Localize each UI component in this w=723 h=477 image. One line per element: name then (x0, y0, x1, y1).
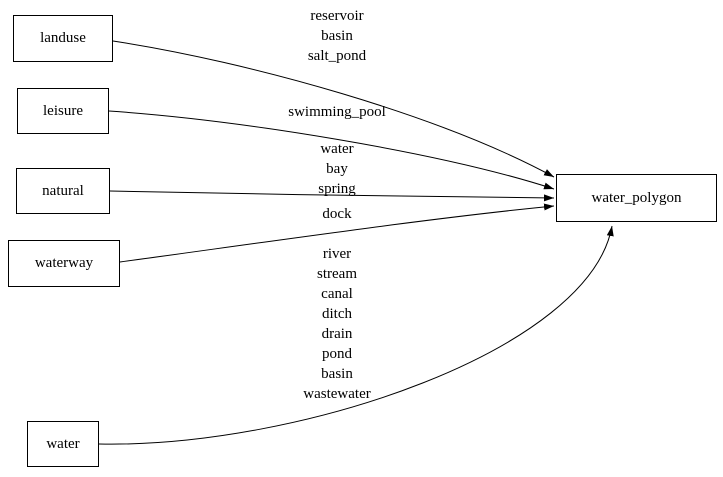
edge-waterway-to-water-polygon (119, 203, 555, 263)
node-water-polygon: water_polygon (556, 174, 717, 222)
node-water: water (27, 421, 99, 467)
edge-water-to-water-polygon (98, 225, 614, 445)
edge-label-waterway: dock (322, 206, 352, 222)
node-waterway-label: waterway (34, 255, 94, 271)
edge-label-water: river stream canal ditch drain pond basi… (303, 246, 371, 402)
node-waterway: waterway (8, 240, 120, 287)
node-water-label: water (46, 435, 80, 452)
node-landuse: landuse (13, 15, 113, 62)
node-natural: natural (16, 168, 110, 214)
node-landuse-label: landuse (40, 30, 86, 46)
node-water-polygon-label: water_polygon (591, 189, 682, 206)
node-natural-label: natural (42, 182, 84, 199)
edge-label-natural: water bay spring (318, 141, 356, 197)
edge-natural-to-water-polygon (109, 190, 555, 202)
edge-label-leisure: swimming_pool (288, 104, 386, 120)
edge-label-landuse: reservoir basin salt_pond (307, 8, 367, 64)
edge-leisure-to-water-polygon (108, 110, 555, 190)
node-leisure: leisure (17, 88, 109, 134)
node-leisure-label: leisure (43, 102, 83, 119)
edge-landuse-to-water-polygon (112, 40, 555, 178)
